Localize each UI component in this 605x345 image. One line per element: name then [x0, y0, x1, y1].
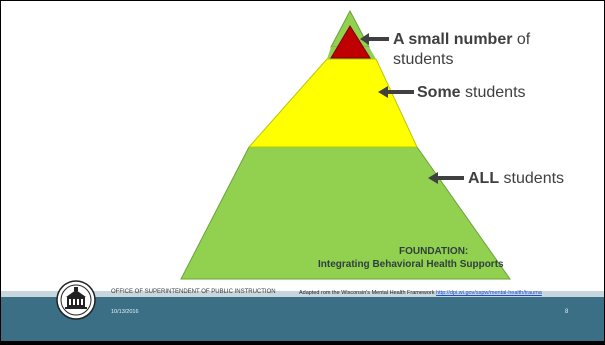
- footer-attribution-text: Adapted rom the Wisconsin's Mental Healt…: [299, 290, 435, 296]
- label-small-number: A small number of: [393, 30, 530, 49]
- footer-attribution-link[interactable]: http://dpi.wi.gov/sspw/mental-health/tra…: [436, 290, 542, 296]
- page-number: 8: [565, 309, 569, 315]
- label-some-bold: Some: [417, 84, 461, 101]
- label-all: ALL students: [468, 169, 564, 188]
- label-small-number-line2: students: [393, 51, 454, 68]
- label-some-rest: students: [460, 84, 526, 101]
- footer-date: 10/13/2016: [111, 309, 139, 315]
- label-all-rest: students: [499, 170, 565, 187]
- state-seal-icon: [56, 280, 96, 320]
- pyramid-tier-some: [247, 58, 418, 148]
- footer-attribution: Adapted rom the Wisconsin's Mental Healt…: [299, 290, 542, 296]
- left-arrow-icon: [360, 33, 389, 45]
- label-small-number-bold: A small number: [393, 31, 513, 48]
- label-all-bold: ALL: [468, 170, 500, 187]
- left-arrow-icon: [428, 172, 464, 184]
- pyramid-tier-small: [330, 25, 371, 59]
- footer-office-name: OFFICE OF SUPERINTENDENT OF PUBLIC INSTR…: [111, 289, 276, 295]
- foundation-subtitle: Integrating Behavioral Health Supports: [318, 259, 504, 270]
- footer-strip: [1, 291, 604, 297]
- foundation-title: FOUNDATION:: [399, 246, 469, 257]
- label-small-number-rest: of: [512, 31, 531, 48]
- label-some: Some students: [417, 83, 526, 102]
- left-arrow-icon: [378, 86, 414, 98]
- footer-band: [1, 297, 604, 341]
- pyramid-diagram: [180, 9, 511, 280]
